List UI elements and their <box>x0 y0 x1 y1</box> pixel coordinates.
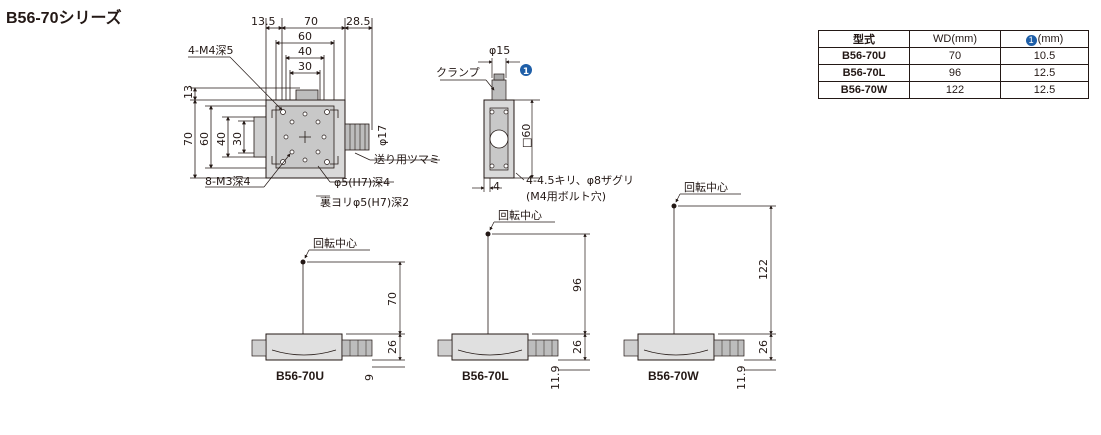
top-view-body <box>253 89 370 179</box>
page-title: B56-70シリーズ <box>6 10 122 27</box>
table-row: B56-70L 96 12.5 <box>818 64 1089 82</box>
dim-wd-w: 122 <box>757 259 770 280</box>
dim-bottom-u: 9 <box>363 374 376 381</box>
holes-note-2: (M4用ボルト穴) <box>526 189 606 203</box>
dim-30-left: 30 <box>231 132 244 146</box>
table-row: B56-70U 70 10.5 <box>818 47 1089 65</box>
model-label-u: B56-70U <box>276 369 324 383</box>
dim-60-top: 60 <box>298 30 312 43</box>
top-view-leaders <box>188 56 440 197</box>
cell-note: 12.5 <box>1000 64 1089 82</box>
cell-model: B56-70L <box>818 64 910 82</box>
front-view-u <box>251 249 405 368</box>
dim-wd-u: 70 <box>386 292 399 306</box>
rotation-center-u: 回転中心 <box>313 237 357 250</box>
col-note: 1(mm) <box>1000 30 1089 48</box>
note-mark-1: 1 <box>520 64 532 77</box>
dim-bottom-w: 11.9 <box>735 366 748 391</box>
model-label-w: B56-70W <box>648 369 699 383</box>
dim-wd-l: 96 <box>571 278 584 292</box>
clamp-label: クランプ <box>436 66 480 79</box>
cell-wd: 122 <box>909 81 1001 99</box>
rotation-center-l: 回転中心 <box>498 209 542 222</box>
dim-phi17: φ17 <box>376 125 389 146</box>
side-view <box>483 73 515 179</box>
dim-13-left: 13 <box>182 85 195 99</box>
dim-bottom-l: 11.9 <box>549 366 562 391</box>
callout-knob: 送り用ツマミ <box>374 152 440 166</box>
cell-model: B56-70W <box>818 81 910 99</box>
table-header-row: 型式 WD(mm) 1(mm) <box>818 30 1089 48</box>
holes-note-1: 4-4.5キリ、φ8ザグリ <box>526 173 634 187</box>
rotation-center-w: 回転中心 <box>684 181 728 194</box>
cell-wd: 70 <box>909 47 1001 65</box>
dim-13-5: 13.5 <box>251 15 276 28</box>
cell-note: 10.5 <box>1000 47 1089 65</box>
front-view-w <box>623 193 776 371</box>
dim-70-left: 70 <box>182 132 195 146</box>
dim-40-top: 40 <box>298 45 312 58</box>
dim-28-5: 28.5 <box>346 15 371 28</box>
callout-hole-h7: φ5(H7)深4 <box>334 176 390 189</box>
svg-text:1: 1 <box>523 67 529 77</box>
dim-40-left: 40 <box>215 132 228 146</box>
model-label-l: B56-70L <box>462 369 509 383</box>
cell-note: 12.5 <box>1000 81 1089 99</box>
dim-70-top: 70 <box>304 15 318 28</box>
callout-back-h7: 裏ヨリφ5(H7)深2 <box>320 195 409 209</box>
cell-wd: 96 <box>909 64 1001 82</box>
col-wd: WD(mm) <box>909 30 1001 48</box>
dim-phi15: φ15 <box>489 44 510 57</box>
dim-60-left: 60 <box>198 132 211 146</box>
side-view-dims <box>440 58 540 192</box>
front-view-l <box>437 221 590 371</box>
callout-m4: 4-M4深5 <box>188 44 233 57</box>
spec-table: 型式 WD(mm) 1(mm) B56-70U 70 10.5 B56-70L … <box>818 30 1089 99</box>
dim-h-u: 26 <box>386 340 399 354</box>
dim-h-l: 26 <box>571 340 584 354</box>
callout-m3: 8-M3深4 <box>205 175 250 188</box>
col-model: 型式 <box>818 30 910 48</box>
col-note-unit: (mm) <box>1037 32 1064 45</box>
dim-h-w: 26 <box>757 340 770 354</box>
note-mark-icon: 1 <box>1025 34 1037 46</box>
dim-30-top: 30 <box>298 60 312 73</box>
cell-model: B56-70U <box>818 47 910 65</box>
dim-square-60: □60 <box>520 124 533 148</box>
table-row: B56-70W 122 12.5 <box>818 81 1089 99</box>
dim-4: 4 <box>493 180 500 193</box>
